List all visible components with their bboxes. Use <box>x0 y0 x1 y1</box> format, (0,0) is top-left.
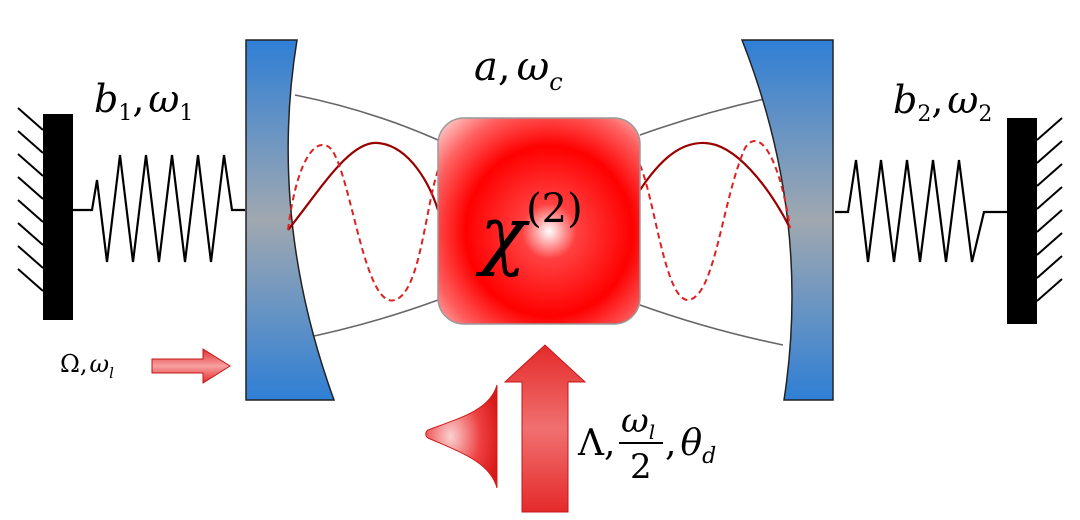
right-solid-wave <box>639 141 791 229</box>
left-dashed-wave <box>287 143 439 302</box>
pump-pulse <box>425 384 498 489</box>
right-spring <box>835 159 1007 263</box>
right-wall <box>1007 117 1063 324</box>
right-mirror <box>740 39 834 401</box>
left-wall-block <box>43 114 73 320</box>
label-pump-phase: ,θd <box>665 423 716 469</box>
drive-arrow <box>151 348 231 384</box>
label-a-omegac: a,ωc <box>474 44 563 96</box>
left-wall-hatching <box>17 107 44 292</box>
right-wall-block <box>1007 118 1037 324</box>
label-b2-omega2: b2,ω2 <box>893 78 992 127</box>
left-solid-wave <box>287 141 440 231</box>
label-pump: Λ, ωl 2 ,θd <box>577 401 716 487</box>
right-dashed-wave <box>639 140 791 302</box>
label-omega-drive: Ω,ωl <box>60 350 114 382</box>
left-wall <box>17 107 73 320</box>
label-chi2: χ(2) <box>475 186 583 278</box>
label-pump-numerator: ωl <box>621 401 655 444</box>
label-b1-omega1: b1,ω1 <box>94 77 193 126</box>
label-pump-denominator: 2 <box>630 447 652 487</box>
right-wall-hatching <box>1036 117 1063 302</box>
label-pump-lambda: Λ, <box>577 423 615 464</box>
left-spring <box>73 154 245 263</box>
chi2-crystal <box>437 117 641 325</box>
pump-arrow <box>503 344 587 513</box>
